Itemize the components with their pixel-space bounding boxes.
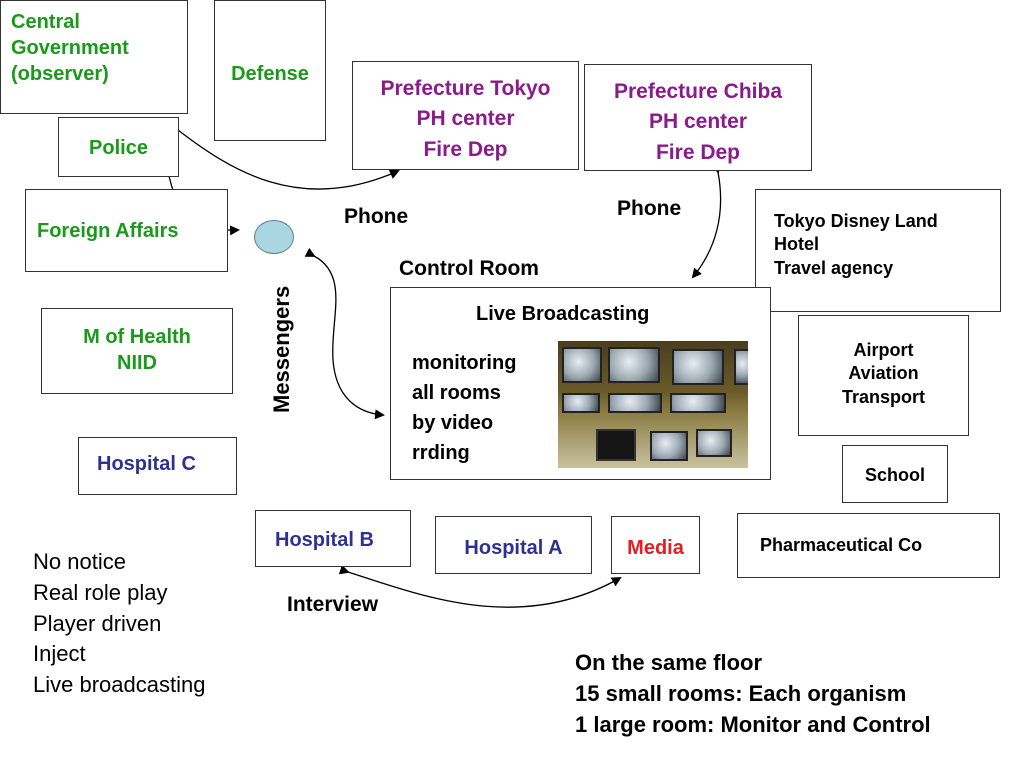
- monitoring-line-4: rrding: [412, 442, 470, 464]
- monitoring-line-3: by video: [412, 412, 494, 434]
- tokyo-disney-line-1: Tokyo Disney Land: [774, 211, 938, 231]
- monitoring-text: monitoring all rooms by video rrding: [412, 348, 516, 468]
- monitoring-line-1: monitoring: [412, 352, 517, 374]
- prefecture-chiba-line-3: Fire Dep: [655, 140, 741, 164]
- notes-left-item: Real role play: [33, 579, 168, 605]
- messengers-label: Messengers: [269, 285, 294, 413]
- hospital-b-box: Hospital B: [255, 510, 411, 567]
- live-broadcasting-title: Live Broadcasting: [476, 303, 650, 325]
- foreign-affairs-label: Foreign Affairs: [37, 220, 179, 242]
- police-label: Police: [89, 137, 148, 159]
- notes-bottom-item: 15 small rooms: Each organism: [575, 680, 907, 706]
- notes-left: No notice Real role play Player driven I…: [33, 547, 205, 701]
- airport-line-3: Transport: [841, 386, 925, 407]
- phone-label-right: Phone: [617, 197, 682, 220]
- airport-line-1: Airport: [853, 340, 914, 360]
- prefecture-tokyo-line-3: Fire Dep: [423, 137, 508, 161]
- arrow-chiba-control-room: [691, 163, 722, 279]
- prefecture-chiba-box: Prefecture Chiba PH center Fire Dep: [584, 64, 812, 171]
- airport-box: Airport Aviation Transport: [798, 315, 969, 436]
- notes-bottom: On the same floor 15 small rooms: Each o…: [575, 648, 931, 740]
- prefecture-tokyo-box: Prefecture Tokyo PH center Fire Dep: [352, 61, 579, 170]
- media-box: Media: [611, 516, 700, 574]
- prefecture-chiba-line-1: Prefecture Chiba: [613, 80, 783, 103]
- hospital-c-label: Hospital C: [97, 453, 196, 475]
- pharmaceutical-label: Pharmaceutical Co: [760, 535, 923, 555]
- tokyo-disney-line-2: Hotel: [774, 234, 819, 255]
- hospital-b-label: Hospital B: [275, 529, 374, 551]
- notes-left-item: No notice: [33, 549, 126, 574]
- arrow-hospital-b-media: [338, 564, 622, 608]
- prefecture-tokyo-line-2: PH center: [416, 107, 515, 131]
- notes-left-item: Live broadcasting: [33, 672, 206, 698]
- school-box: School: [842, 445, 948, 503]
- school-label: School: [864, 465, 925, 485]
- monitoring-line-2: all rooms: [412, 382, 501, 404]
- defense-label: Defense: [231, 63, 309, 85]
- ministry-of-health-line-2: NIID: [117, 352, 157, 374]
- airport-line-2: Aviation: [848, 363, 919, 384]
- pharmaceutical-box: Pharmaceutical Co: [737, 513, 1000, 578]
- media-label: Media: [627, 537, 684, 559]
- video-monitor-wall-icon: [558, 341, 748, 468]
- central-government-line-1: Central: [11, 11, 80, 33]
- hospital-a-label: Hospital A: [464, 537, 563, 559]
- hospital-a-box: Hospital A: [435, 516, 592, 574]
- tokyo-disney-land-box: Tokyo Disney Land Hotel Travel agency: [755, 189, 1001, 312]
- interview-label: Interview: [287, 593, 379, 616]
- central-government-line-2: Government: [11, 37, 129, 59]
- foreign-affairs-box: Foreign Affairs: [25, 189, 228, 272]
- ministry-of-health-line-1: M of Health: [83, 326, 191, 348]
- notes-bottom-item: 1 large room: Monitor and Control: [575, 711, 931, 737]
- phone-label-left: Phone: [344, 205, 409, 228]
- hospital-c-box: Hospital C: [78, 437, 237, 495]
- arrow-messenger-control-room: [304, 247, 385, 420]
- defense-box: Defense: [214, 0, 326, 141]
- tokyo-disney-line-3: Travel agency: [774, 257, 894, 278]
- prefecture-tokyo-line-1: Prefecture Tokyo: [380, 77, 551, 100]
- central-government-box: Central Government (observer): [0, 0, 188, 114]
- prefecture-chiba-line-2: PH center: [648, 110, 748, 134]
- ministry-of-health-box: M of Health NIID: [41, 308, 233, 394]
- control-room-label: Control Room: [399, 257, 539, 280]
- notes-left-item: Player driven: [33, 610, 162, 636]
- notes-left-item: Inject: [33, 641, 86, 667]
- messenger-circle-icon: [254, 220, 294, 254]
- police-box: Police: [58, 117, 179, 177]
- notes-bottom-item: On the same floor: [575, 650, 763, 675]
- central-government-line-3: (observer): [11, 63, 109, 85]
